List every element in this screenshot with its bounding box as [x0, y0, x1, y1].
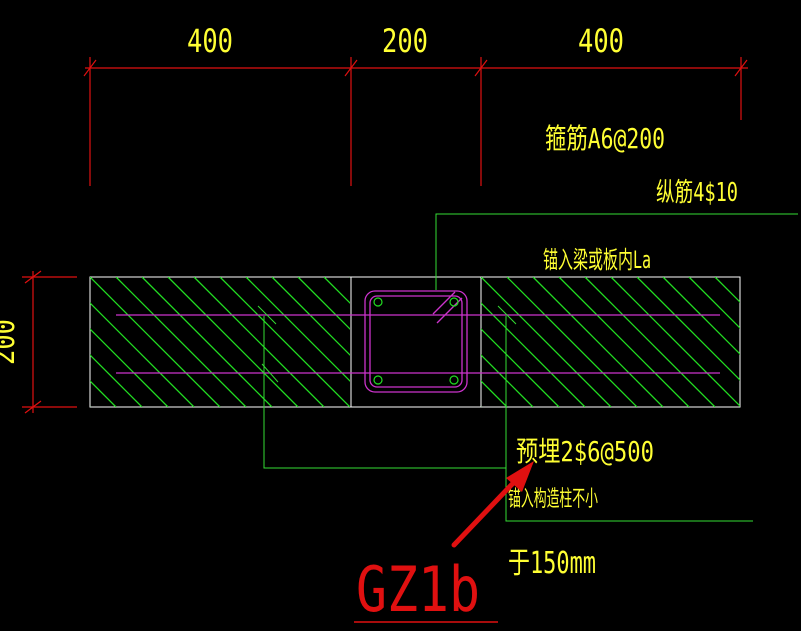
leader-anchor-column: [505, 316, 753, 522]
wall-outline: [89, 276, 741, 408]
hatch-line: [610, 277, 740, 407]
hatch-line: [688, 277, 740, 329]
column-rebar: [116, 290, 720, 393]
hatch-line: [90, 354, 143, 407]
wall-hatch-left: [90, 277, 610, 407]
hatch-line: [323, 277, 350, 304]
stirrup-label: 箍筋A6@200: [545, 122, 665, 155]
hatch-line: [532, 277, 664, 407]
leader-anchor-beam: [435, 213, 798, 290]
bar-top-left: [373, 297, 383, 307]
bar-bottom-left: [373, 375, 383, 385]
hatch-line: [741, 277, 801, 407]
anchor-column-label: 锚入构造柱不小: [508, 487, 598, 512]
hatch-line: [480, 277, 610, 407]
left-dimension-line: [22, 270, 77, 414]
dimension-text-middle: 200: [382, 22, 428, 60]
callout-arrow: [451, 461, 534, 548]
hatch-line: [481, 302, 586, 407]
hatch-line: [90, 328, 169, 407]
hatch-line: [662, 277, 740, 355]
hatch-line: [481, 354, 534, 407]
stirrup-inner: [369, 295, 463, 388]
longitudinal-bars: [373, 297, 459, 385]
dimension-text-left: 400: [187, 22, 233, 60]
wall-hatch-right: [481, 277, 801, 407]
hatch-line: [714, 277, 740, 303]
hatch-line: [167, 277, 299, 407]
longitudinal-bar-label: 纵筋4$10: [656, 178, 738, 208]
top-dimension-line: [83, 57, 748, 186]
hatch-line: [767, 277, 801, 407]
hatch-line: [115, 277, 247, 407]
bar-top-right: [449, 297, 459, 307]
column-label: GZ1b: [356, 553, 480, 626]
embedded-bar-tick-left: [257, 305, 277, 325]
hatch-line: [90, 277, 221, 407]
hatch-line: [793, 277, 801, 407]
hatch-line: [584, 277, 716, 407]
hatch-line: [219, 277, 350, 407]
hatch-line: [297, 277, 350, 330]
bar-bottom-right: [449, 375, 459, 385]
hatch-line: [481, 328, 560, 407]
dimension-text-right: 400: [578, 22, 624, 60]
hatch-line: [141, 277, 273, 407]
dimension-text-vertical: 200: [0, 319, 22, 365]
stirrup-hook-1: [432, 291, 456, 315]
anchor-length-label: 于150mm: [508, 546, 596, 581]
hatch-line: [193, 277, 325, 407]
embedded-bar-tick-right: [497, 305, 517, 325]
hatch-line: [245, 277, 350, 382]
stirrup-outer: [364, 290, 468, 393]
embedded-bar-label: 预埋2$6@500: [516, 435, 654, 468]
anchor-beam-label: 锚入梁或板内La: [543, 246, 651, 274]
hatch-line: [90, 380, 117, 407]
hatch-line: [481, 380, 508, 407]
hatch-line: [481, 277, 612, 407]
hatch-line: [454, 277, 584, 407]
embedded-bar-tick-left-2: [261, 363, 279, 383]
hatch-line: [90, 302, 195, 407]
hatch-line: [636, 277, 740, 381]
hatch-line: [506, 277, 638, 407]
hatch-line: [558, 277, 690, 407]
leader-lines: [257, 213, 798, 522]
hatch-line: [271, 277, 350, 356]
